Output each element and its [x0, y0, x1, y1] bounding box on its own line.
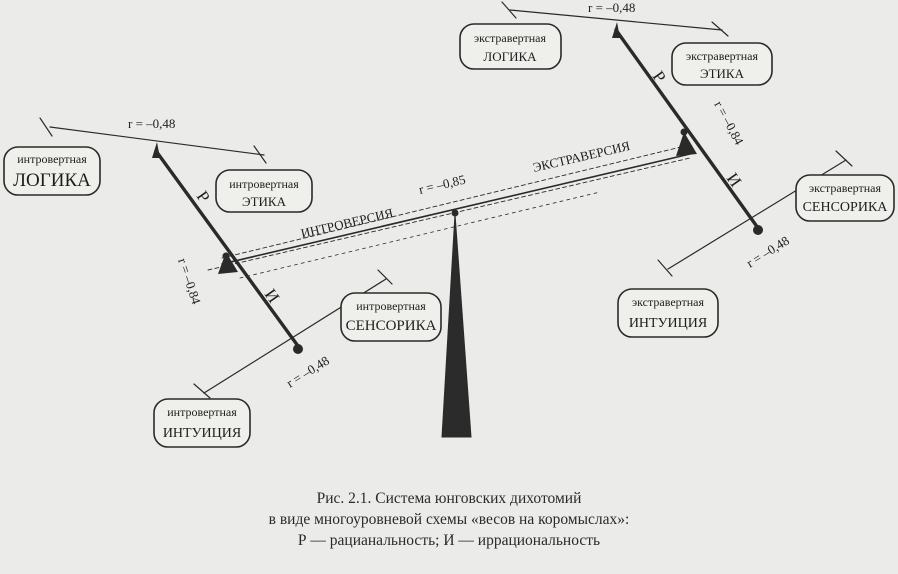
- left-arm-pivot: [222, 252, 230, 260]
- right-top-beam-tick-a: [501, 1, 517, 19]
- label-r-center: r = –0,85: [417, 172, 467, 197]
- left-bottom-beam-tick-b: [377, 269, 393, 285]
- main-beam-dash-upper: [221, 145, 686, 259]
- intro-intuit-line2: ИНТУИЦИЯ: [163, 426, 241, 441]
- node-box-extra-intuit: [617, 288, 719, 338]
- label-r-left-top: r = –0,48: [128, 116, 175, 131]
- label-r-left-bottom: r = –0,48: [284, 353, 332, 391]
- main-beam: [221, 153, 691, 265]
- intro-sensor-line1: интровертная: [356, 299, 426, 313]
- right-arm-top-tip: [612, 22, 620, 38]
- right-bottom-beam-tick-a: [657, 259, 673, 277]
- extra-intuit-line1: экстравертная: [632, 295, 704, 309]
- node-box-intro-logic: [3, 146, 101, 196]
- right-top-beam: [509, 9, 723, 31]
- intro-intuit-line1: интровертная: [167, 405, 237, 419]
- intro-logic-line2: ЛОГИКА: [13, 170, 91, 191]
- figure-caption: Рис. 2.1. Система юнговских дихотомий в …: [0, 488, 898, 551]
- intro-logic-line1: интровертная: [17, 152, 87, 166]
- label-introversion: ИНТРОВЕРСИЯ: [299, 205, 395, 241]
- right-arm-pivot: [680, 128, 688, 136]
- left-arm-top-tip: [152, 142, 160, 158]
- label-r-right-top: r = –0,48: [588, 0, 635, 15]
- node-box-extra-logic: [459, 23, 562, 70]
- node-box-intro-sensor: [340, 292, 442, 342]
- left-arm: [154, 149, 300, 348]
- node-box-extra-sensor: [795, 174, 895, 222]
- right-bottom-beam-tick-b: [835, 150, 853, 167]
- intro-sensor-line2: СЕНСОРИКА: [346, 318, 437, 334]
- left-top-beam: [49, 126, 265, 156]
- left-arm-bottom-weight: [293, 344, 303, 354]
- extra-intuit-line2: ИНТУИЦИЯ: [629, 316, 707, 331]
- main-beam-dash-lower: [207, 157, 691, 271]
- left-top-beam-tick-b: [253, 145, 267, 164]
- right-arm: [614, 28, 760, 230]
- node-box-extra-ethics: [671, 42, 773, 86]
- label-r-left-mid: r = –0,84: [175, 256, 204, 306]
- central-stand: [441, 213, 472, 438]
- node-box-intro-ethics: [215, 169, 313, 213]
- intro-ethics-line2: ЭТИКА: [242, 194, 287, 209]
- main-beam-dash-lower2: [239, 191, 601, 279]
- label-r-right-bottom: r = –0,48: [744, 233, 792, 271]
- node-box-intro-intuit: [153, 398, 251, 448]
- extra-sensor-line2: СЕНСОРИКА: [803, 200, 889, 215]
- extra-ethics-line2: ЭТИКА: [700, 66, 745, 81]
- right-top-beam-tick-b: [711, 21, 729, 37]
- right-arm-bottom-weight: [753, 225, 763, 235]
- extra-logic-line1: экстравертная: [474, 31, 546, 45]
- intro-ethics-line1: интровертная: [229, 177, 299, 191]
- label-i-left: И: [261, 285, 284, 306]
- left-top-beam-tick-a: [39, 117, 53, 137]
- left-bottom-beam-tick-a: [193, 383, 211, 399]
- right-beam-end: [676, 132, 697, 156]
- left-beam-end: [218, 252, 238, 274]
- label-r-right-mid: r = –0,84: [711, 98, 747, 147]
- caption-line-2: в виде многоуровневой схемы «весов на ко…: [268, 511, 630, 528]
- caption-line-1: Рис. 2.1. Система юнговских дихотомий: [316, 490, 582, 507]
- label-i-right: И: [723, 169, 746, 190]
- extra-ethics-line1: экстравертная: [686, 49, 758, 63]
- label-p-right: Р: [649, 67, 670, 86]
- extra-logic-line2: ЛОГИКА: [483, 49, 537, 64]
- label-extraversion: ЭКСТРАВЕРСИЯ: [531, 138, 631, 175]
- caption-line-3: Р — рацианальность; И — иррациональность: [297, 532, 601, 549]
- extra-sensor-line1: экстравертная: [809, 181, 881, 195]
- main-pivot: [451, 209, 459, 217]
